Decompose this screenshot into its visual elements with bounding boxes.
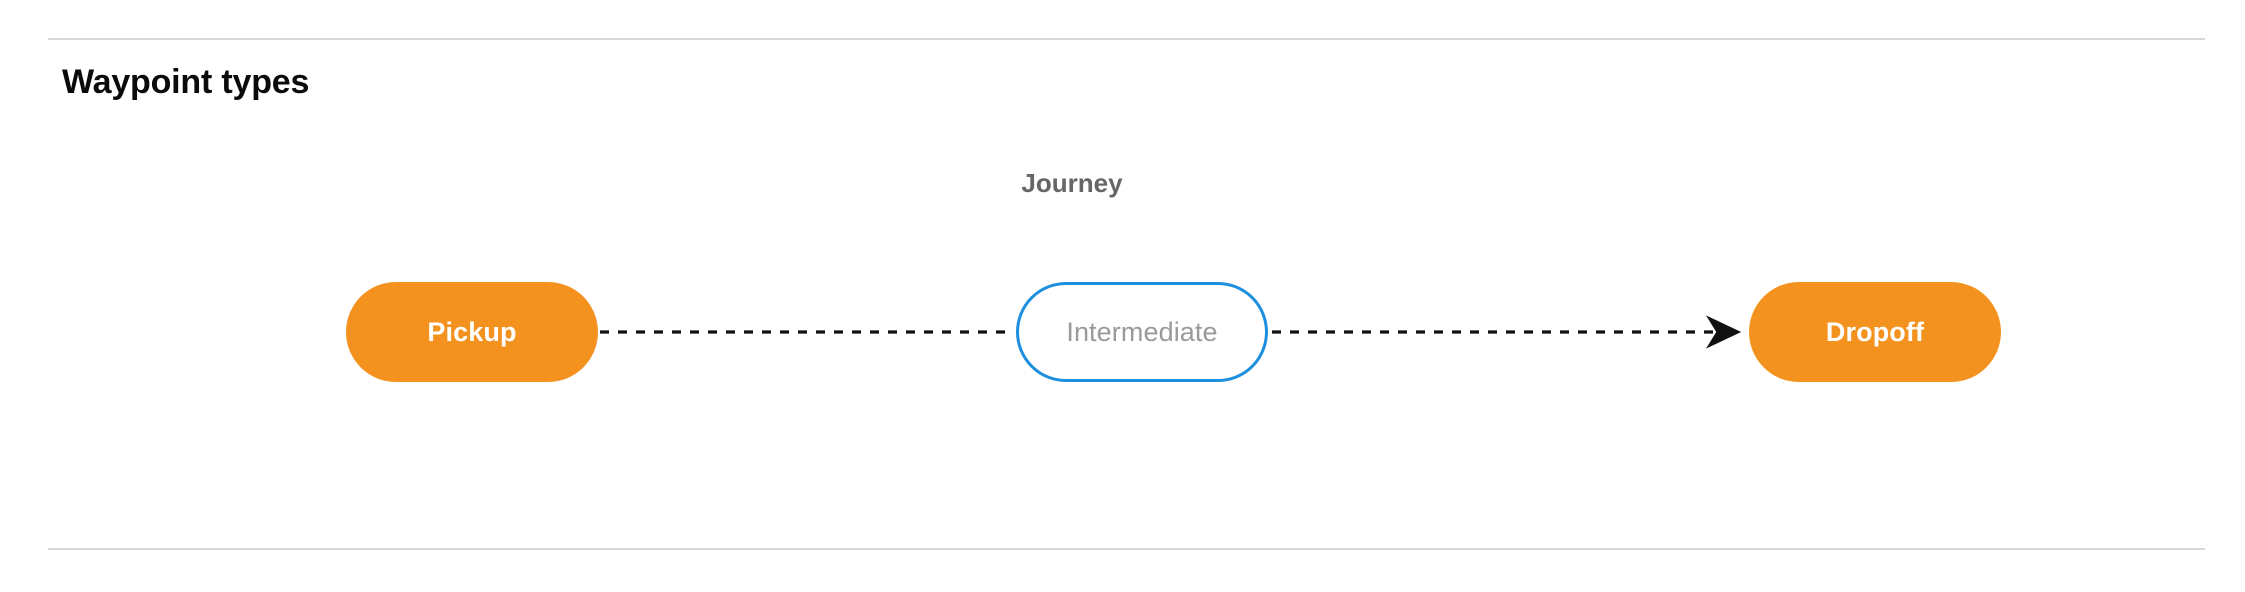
node-dropoff-label: Dropoff — [1825, 316, 1925, 347]
cluster-label-journey: Journey — [1021, 168, 1123, 198]
divider-top — [48, 38, 2205, 40]
node-dropoff[interactable]: Dropoff — [1749, 282, 2001, 382]
node-pickup[interactable]: Pickup — [346, 282, 598, 382]
node-intermediate-label: Intermediate — [1066, 316, 1218, 347]
node-pickup-label: Pickup — [427, 316, 517, 347]
page-title: Waypoint types — [62, 63, 310, 101]
node-intermediate[interactable]: Intermediate — [1016, 282, 1268, 382]
divider-bottom — [48, 548, 2205, 550]
